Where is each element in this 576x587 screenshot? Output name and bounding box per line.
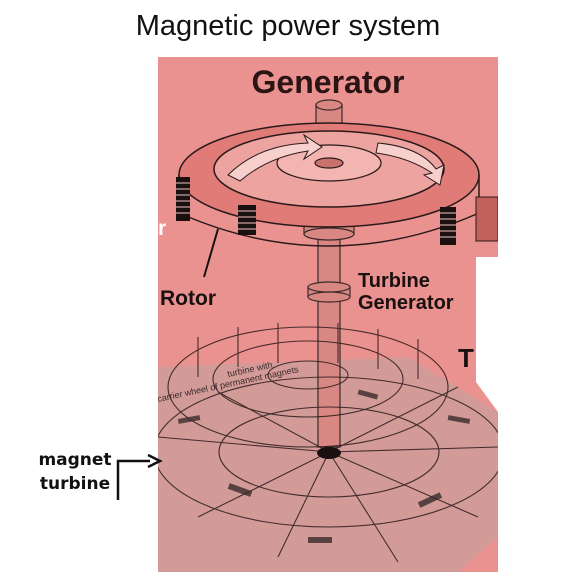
magnet-turbine-label: magnet turbine	[20, 448, 130, 496]
turbine-label-line2: Generator	[358, 292, 454, 314]
rotor-leader-line	[203, 228, 219, 278]
partial-label-left: r	[158, 217, 166, 240]
turbine-hub	[317, 447, 341, 459]
generator-diagram: Generator	[158, 57, 498, 572]
terminal-box	[475, 196, 498, 242]
magnet-turbine-label-line2: turbine	[39, 474, 111, 494]
rotor-disk	[276, 144, 382, 182]
partial-label-right: T	[458, 343, 474, 373]
rotation-arrows	[227, 133, 445, 186]
turbine-label-line1: Turbine	[358, 270, 430, 292]
turbine-magnets	[177, 389, 471, 543]
magnet-turbine-arrow	[116, 453, 163, 500]
coil-lines	[176, 182, 456, 238]
page-title: Magnetic power system	[135, 10, 441, 42]
rotor-label: Rotor	[160, 287, 216, 310]
generator-heading: Generator	[252, 64, 405, 100]
turbine-wheel	[158, 323, 498, 563]
generator-figure: Generator	[158, 57, 498, 572]
coil-blocks	[176, 177, 456, 245]
magnet-turbine-label-line1: magnet	[38, 450, 112, 470]
